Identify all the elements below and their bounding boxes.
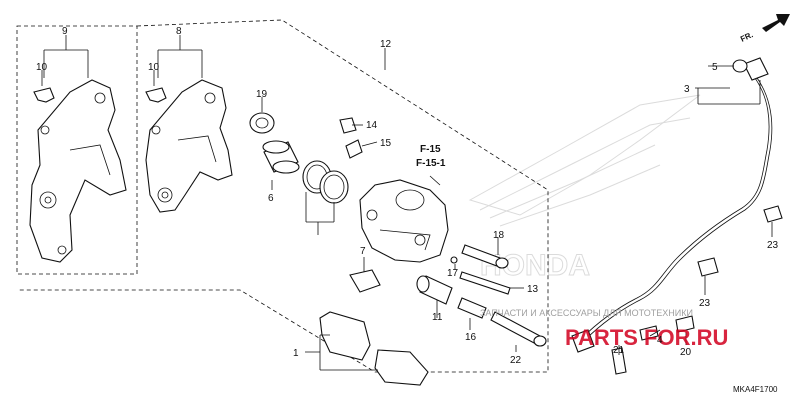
callout-18: 18	[493, 230, 505, 241]
callout-6: 6	[268, 193, 274, 204]
reference-f15-1: F-15-1	[416, 158, 446, 169]
callout-15: 15	[380, 138, 392, 149]
caliper-assembly-outline	[17, 19, 549, 373]
callout-11: 11	[432, 312, 443, 323]
caliper-body	[359, 179, 449, 263]
watermark-brand: PARTS FOR.RU	[565, 325, 728, 350]
piston-6	[262, 140, 300, 174]
callout-4: 4	[657, 335, 663, 346]
bleeder-cap-15	[345, 139, 363, 159]
diagram-code: MKA4F1700	[733, 385, 778, 394]
callout-17: 17	[447, 268, 459, 279]
grommet-5	[732, 59, 748, 73]
bolt-20	[675, 315, 695, 333]
callout-21: 21	[613, 345, 625, 356]
callout-16: 16	[465, 332, 477, 343]
wire-clamp-23a	[763, 205, 783, 223]
callout-numbers: 1 3 4 5 6 7 8 9 10 10 11 12 13 14 15 16 …	[36, 26, 779, 366]
callout-9: 9	[62, 26, 68, 37]
callout-1: 1	[293, 348, 299, 359]
caliper-bracket-9	[29, 79, 127, 263]
bolt-13	[459, 271, 511, 295]
washer-17	[450, 256, 458, 264]
callout-13: 13	[527, 284, 539, 295]
reference-f15: F-15	[420, 144, 441, 155]
callout-3: 3	[684, 84, 690, 95]
pad-spring-7	[349, 269, 381, 293]
pin-bolt-18	[461, 244, 509, 269]
callout-5: 5	[712, 62, 718, 73]
pin-bolt-22	[490, 311, 547, 347]
honda-wing-watermark: HONDA	[468, 94, 701, 283]
bracket-group-box	[16, 25, 138, 275]
callout-10b: 10	[148, 62, 160, 73]
front-direction-label: FR.	[739, 30, 754, 44]
callout-8: 8	[176, 26, 182, 37]
pad-spring-clip-b	[145, 87, 167, 103]
wire-clamp-23b	[697, 257, 719, 277]
callout-7: 7	[360, 246, 366, 257]
piston-seal-set-2	[302, 160, 349, 204]
bleeder-screw-14	[339, 117, 357, 134]
callout-10a: 10	[36, 62, 48, 73]
callout-12: 12	[380, 39, 392, 50]
callout-22: 22	[510, 355, 522, 366]
callout-23b: 23	[699, 298, 711, 309]
caliper-bracket-8	[145, 79, 233, 213]
leader-lines	[41, 35, 773, 371]
callout-20: 20	[680, 347, 692, 358]
callout-23a: 23	[767, 240, 779, 251]
brake-pad-set-1	[319, 311, 429, 386]
bolt-4	[639, 325, 659, 341]
callout-19: 19	[256, 89, 268, 100]
watermark-tagline: ЗАПЧАСТИ И АКСЕССУАРЫ ДЛЯ МОТОТЕХНИКИ	[480, 308, 693, 318]
speed-sensor-wire-3	[571, 57, 773, 353]
front-direction-arrow: FR.	[739, 14, 790, 44]
pad-spring-clip-a	[33, 87, 55, 103]
boot-19	[249, 112, 275, 134]
sleeve-11	[416, 275, 453, 305]
pin-16	[457, 297, 487, 319]
callout-14: 14	[366, 120, 378, 131]
